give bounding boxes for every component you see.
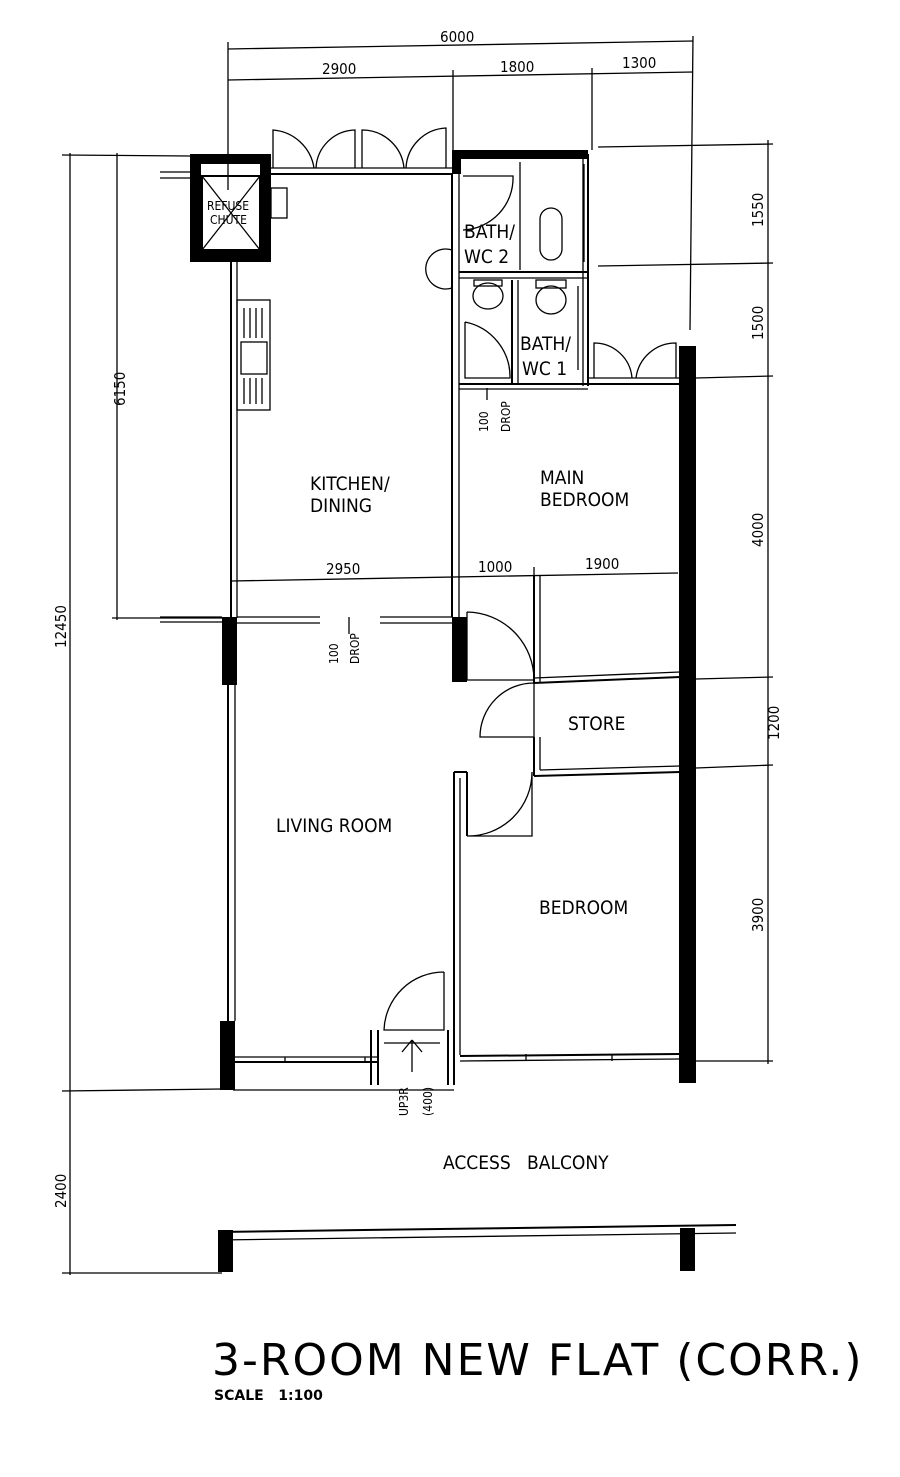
dim-top-left: 2900 [322, 60, 356, 78]
plan-title: 3-ROOM NEW FLAT (CORR.) [212, 1335, 864, 1386]
dim-right-5: 3900 [749, 898, 767, 932]
walls [160, 150, 737, 1272]
dim-left-bottom: 2400 [52, 1174, 70, 1208]
dim-top-mid: 1800 [500, 58, 534, 76]
main-bedroom-label-line2: BEDROOM [540, 489, 629, 511]
store-label: STORE [568, 713, 625, 735]
dimension-lines [61, 35, 774, 1275]
drop-note-living-value: 100 [327, 643, 341, 664]
dim-mid-right: 1900 [585, 555, 619, 573]
refuse-chute-label-line1: REFUSE [207, 199, 249, 213]
fixtures [236, 164, 585, 634]
room-labels: REFUSE CHUTE BATH/ WC 2 BATH/ WC 1 KITCH… [207, 199, 629, 1174]
kitchen-label-line2: DINING [310, 495, 372, 517]
dim-left-inner: 6150 [111, 372, 129, 406]
kitchen-label-line1: KITCHEN/ [310, 473, 390, 495]
living-room-label: LIVING ROOM [276, 815, 392, 837]
dim-right-4: 1200 [765, 706, 783, 740]
bath2-label-line2: WC 2 [464, 246, 509, 268]
bath2-label-line1: BATH/ [464, 221, 515, 243]
drop-note-bedroom-label: DROP [499, 401, 513, 432]
doors [272, 127, 677, 1072]
dim-top-right: 1300 [622, 54, 656, 72]
title-block: 3-ROOM NEW FLAT (CORR.) SCALE 1:100 [212, 1335, 864, 1404]
bath1-label-line1: BATH/ [520, 333, 571, 355]
notes: 100 DROP 100 DROP UP3R (400) [327, 401, 513, 1116]
dim-right-2: 1500 [749, 306, 767, 340]
up-steps-label: UP3R [397, 1087, 411, 1116]
dim-right-3: 4000 [749, 513, 767, 547]
dim-right-1: 1550 [749, 193, 767, 227]
dimension-labels: 6000 2900 1800 1300 2950 1000 1900 1550 … [52, 28, 783, 1208]
dim-left-outer: 12450 [52, 605, 70, 648]
up-steps-value: (400) [421, 1087, 435, 1116]
refuse-chute-label-line2: CHUTE [210, 213, 247, 227]
drop-note-bedroom-value: 100 [477, 411, 491, 432]
dim-top-total: 6000 [440, 28, 474, 46]
dim-mid-left: 2950 [326, 560, 360, 578]
dim-mid-center: 1000 [478, 558, 512, 576]
plan-scale: SCALE 1:100 [214, 1388, 323, 1404]
access-balcony-label: ACCESS BALCONY [443, 1152, 609, 1174]
bedroom-label: BEDROOM [539, 897, 628, 919]
bath1-label-line2: WC 1 [522, 358, 567, 380]
drop-note-living-label: DROP [348, 633, 362, 664]
main-bedroom-label-line1: MAIN [540, 467, 584, 489]
